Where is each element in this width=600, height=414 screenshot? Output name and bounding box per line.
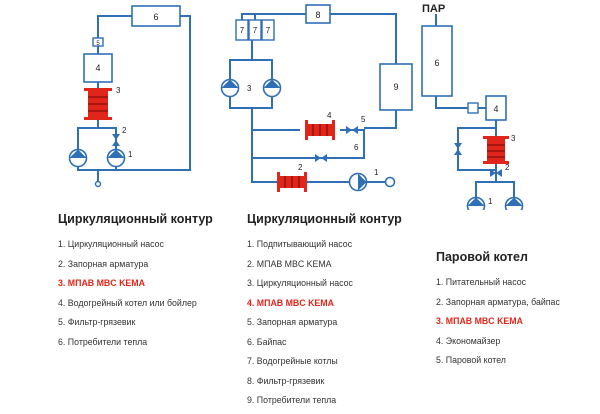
middle-feed-pump-symbol [348, 172, 368, 192]
middle-consumers-label: 9 [393, 82, 398, 92]
right-legend: Паровой котел 1. Питательный насос 2. За… [436, 250, 596, 374]
legend-item: 1. Подпитывающий насос [247, 239, 353, 249]
legend-item: 6. Байпас [247, 336, 287, 347]
middle-legend-title: Циркуляционный контур [247, 212, 402, 226]
middle-boiler-1-label: 7 [240, 26, 245, 35]
right-mpav-filter [483, 136, 509, 164]
middle-boiler-drop [229, 40, 273, 80]
middle-lower-mpav-symbol [277, 172, 307, 192]
right-boiler-box [421, 25, 453, 97]
legend-item: 1. Питательный насос [436, 277, 526, 287]
left-circuit-schematic [77, 15, 191, 182]
middle-strainer-box [305, 4, 331, 24]
left-consumers-box [131, 5, 181, 27]
left-legend: Циркуляционный контур 1. Циркуляционный … [58, 212, 238, 355]
left-drain-node [94, 180, 102, 188]
steam-label: ПАР [422, 3, 445, 15]
left-legend-title: Циркуляционный контур [58, 212, 213, 226]
legend-item: 7. Водогрейные котлы [247, 356, 338, 366]
middle-feed-inlet-node [384, 176, 396, 188]
left-return-pipe [98, 15, 191, 171]
right-pump-label: 1 [488, 197, 493, 206]
right-economizer-link [457, 107, 515, 204]
legend-item: 3. МПАВ MBC KEMA [436, 316, 523, 326]
schematic-diagram: 6 5 4 3 2 1 7 7 7 8 9 3 4 5 [68, 3, 524, 210]
middle-strainer-label: 8 [315, 10, 320, 20]
legend-item: 6. Потребители тепла [58, 336, 148, 347]
left-valve-label: 2 [122, 126, 127, 135]
middle-boiler-2 [248, 19, 262, 41]
legend-item: 2. Запорная арматура [58, 258, 149, 269]
left-legend-list: 1. Циркуляционный насос 2. Запорная арма… [58, 238, 238, 355]
legend-item: 5. Запорная арматура [247, 317, 338, 327]
middle-bypass-valve-symbol [315, 154, 327, 162]
left-pump-label: 1 [128, 150, 133, 159]
left-boiler-label: 4 [95, 63, 100, 73]
left-pump-b-symbol [106, 148, 126, 168]
left-supply-pipe [97, 15, 132, 38]
right-economizer-box [485, 95, 507, 121]
right-pump-b-symbol [504, 196, 524, 210]
right-pump-a-symbol [466, 196, 486, 210]
left-boiler-box [83, 53, 113, 83]
middle-upper-mpav-label: 4 [327, 111, 332, 120]
legend-item: 8. Фильтр-грязевик [247, 375, 325, 386]
middle-consumers-box [379, 63, 413, 111]
middle-pump-join [229, 96, 273, 130]
middle-boilers-group: 7 7 7 [235, 19, 275, 41]
middle-upper-mpav-symbol [305, 120, 335, 140]
middle-valve-label: 5 [361, 115, 366, 124]
middle-top-pipe [268, 13, 397, 64]
right-legend-title: Паровой котел [436, 250, 528, 264]
right-legend-list: 1. Питательный насос 2. Запорная арматур… [436, 276, 596, 374]
middle-lower-mpav-label: 2 [298, 163, 303, 172]
left-strainer-label: 5 [96, 41, 100, 47]
left-pump-join [77, 166, 117, 182]
left-mpav-filter [84, 88, 112, 120]
middle-bypass-label: 6 [354, 143, 359, 152]
left-strainer-box [92, 37, 104, 47]
right-small-valve-box [467, 102, 479, 114]
legend-item: 2. МПАВ MBC KEMA [247, 258, 332, 269]
right-economizer-label: 4 [493, 104, 498, 114]
legend-item: 4. МПАВ MBC KEMA [247, 297, 334, 308]
legend-item: 4. Экономайзер [436, 335, 501, 346]
legend-item: 3. МПАВ MBC KEMA [58, 278, 145, 288]
left-pump-a-symbol [68, 148, 88, 168]
left-mpav-link [77, 118, 117, 150]
left-consumers-label: 6 [153, 12, 158, 22]
right-boiler-outlet [435, 96, 468, 109]
middle-boiler-header [241, 13, 268, 20]
legend-item: 3. Циркуляционный насос [247, 278, 353, 288]
left-valve-symbol [112, 134, 120, 146]
right-mpav-label: 3 [511, 134, 516, 143]
right-bypass-valve-symbol [454, 143, 462, 155]
right-circuit-schematic [435, 14, 515, 204]
legend-item: 2. Запорная арматура, байпас [436, 296, 560, 307]
middle-legend: Циркуляционный контур 1. Подпитывающий н… [247, 212, 427, 414]
middle-feed-line [251, 158, 385, 183]
legend-item: 1. Циркуляционный насос [58, 239, 164, 249]
legend-item: 5. Фильтр-грязевик [58, 317, 136, 327]
middle-legend-list: 1. Подпитывающий насос 2. МПАВ MBC KEMA … [247, 238, 427, 414]
right-boiler-label: 6 [434, 58, 439, 68]
middle-circ-pump-b-symbol [262, 78, 282, 98]
left-mpav-label: 3 [116, 86, 121, 95]
legend-item: 9. Потребители тепла [247, 395, 337, 405]
legend-item: 5. Паровой котел [436, 355, 506, 365]
middle-boiler-1 [235, 19, 249, 41]
right-valve-label: 2 [505, 163, 510, 172]
middle-feed-pump-label: 1 [374, 168, 379, 177]
middle-circuit-schematic [229, 13, 397, 183]
middle-boiler-3-label: 7 [266, 26, 271, 35]
middle-valve-symbol [346, 126, 358, 134]
legend-item: 4. Водогрейный котел или бойлер [58, 297, 197, 308]
middle-boiler-2-label: 7 [253, 26, 258, 35]
middle-boiler-3 [261, 19, 275, 41]
middle-circ-pump-a-symbol [220, 78, 240, 98]
middle-circ-pump-label: 3 [247, 84, 252, 93]
middle-consumer-return [364, 110, 397, 129]
